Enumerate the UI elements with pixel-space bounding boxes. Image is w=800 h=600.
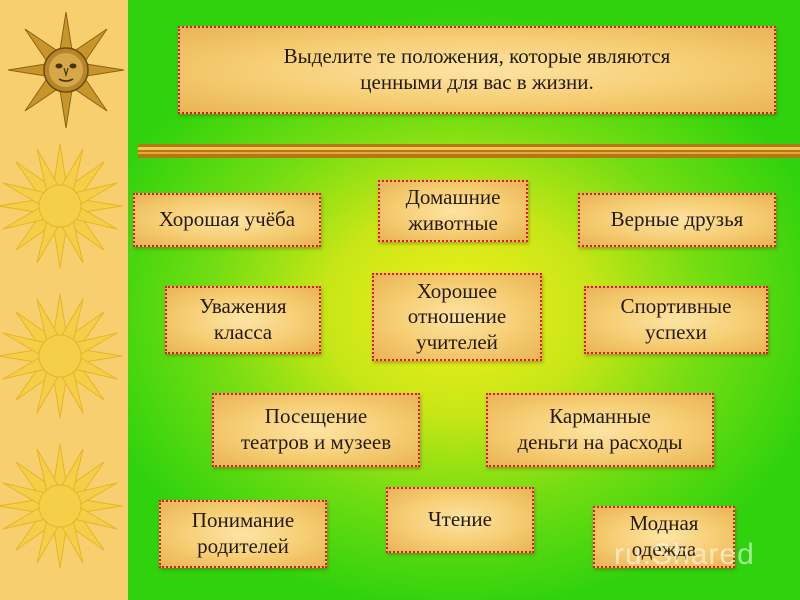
value-option-label: Понимание родителей — [191, 508, 295, 558]
instruction-box: Выделите те положения, которые являются … — [178, 26, 776, 114]
value-option[interactable]: Посещение театров и музеев — [212, 393, 420, 467]
value-option-label: Домашние животные — [405, 185, 501, 235]
value-option[interactable]: Хорошее отношение учителей — [372, 273, 542, 361]
sun-icon — [0, 293, 123, 419]
sun-face-icon — [7, 11, 125, 129]
value-option-label: Карманные деньги на расходы — [517, 404, 683, 454]
value-option-label: Хорошая учёба — [158, 207, 296, 232]
value-option[interactable]: Хорошая учёба — [133, 193, 321, 247]
value-option[interactable]: Понимание родителей — [159, 500, 327, 568]
left-sidebar — [0, 0, 128, 600]
value-option[interactable]: Уважения класса — [165, 286, 321, 354]
value-option[interactable]: Верные друзья — [578, 193, 776, 247]
value-option-label: Уважения класса — [199, 294, 287, 344]
value-option-label: Посещение театров и музеев — [240, 404, 392, 454]
watermark-text: ru.Shared — [614, 538, 755, 571]
value-option[interactable]: Карманные деньги на расходы — [486, 393, 714, 467]
sun-icon — [0, 143, 123, 269]
value-option[interactable]: Спортивные успехи — [584, 286, 768, 354]
value-option-label: Верные друзья — [610, 207, 744, 232]
instruction-text: Выделите те положения, которые являются … — [283, 44, 671, 94]
divider-line — [138, 144, 800, 158]
value-option[interactable]: Модная одежда — [593, 506, 735, 568]
value-option-label: Модная одежда — [629, 511, 699, 561]
value-option[interactable]: Чтение — [386, 487, 534, 553]
value-option-label: Хорошее отношение учителей — [407, 278, 507, 354]
value-option-label: Чтение — [428, 507, 492, 532]
sun-icon — [0, 443, 123, 569]
value-option[interactable]: Домашние животные — [378, 180, 528, 242]
value-option-label: Спортивные успехи — [620, 294, 732, 344]
